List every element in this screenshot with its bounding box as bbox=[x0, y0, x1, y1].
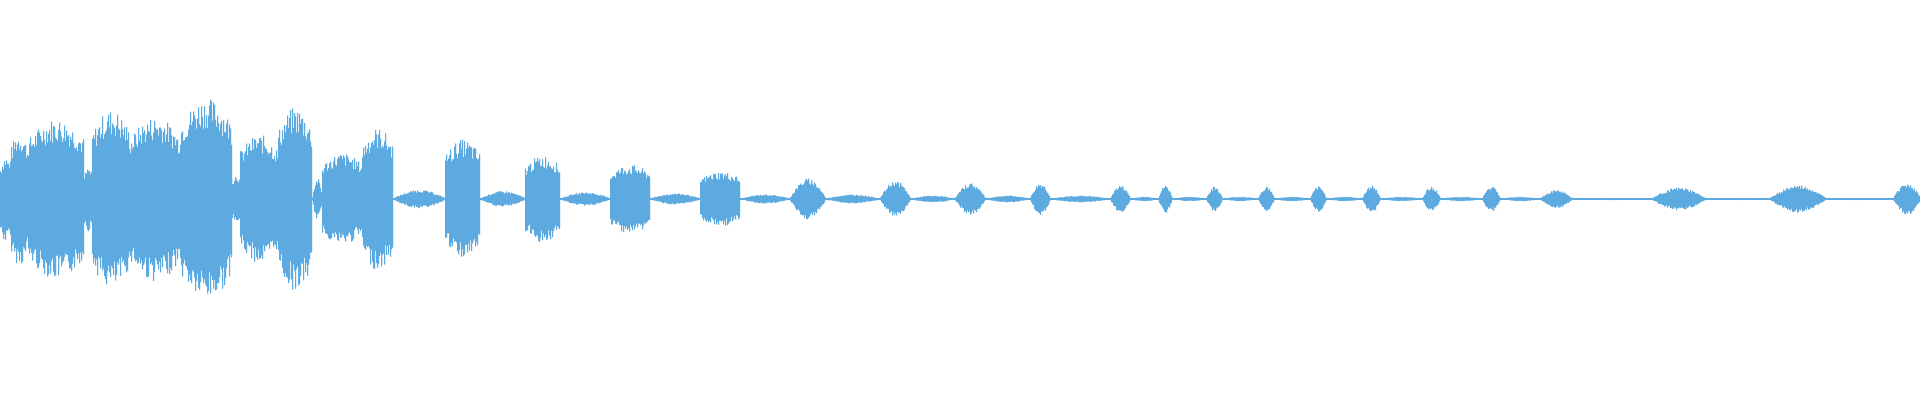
waveform-amplitude-bars bbox=[0, 99, 1920, 294]
